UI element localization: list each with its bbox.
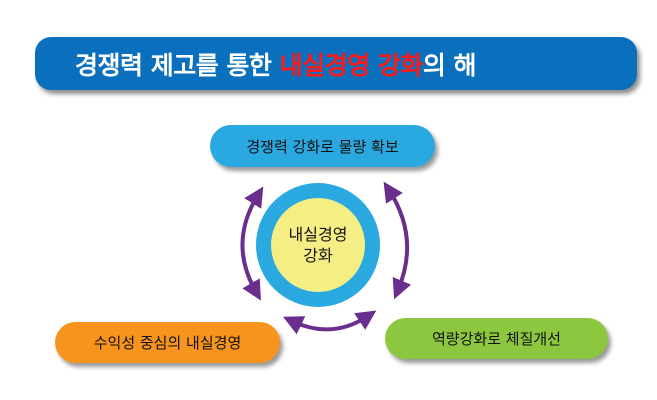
bottom-arrow — [282, 310, 377, 335]
title-highlight: 내실경영 강화 — [279, 50, 424, 80]
center-line2: 강화 — [303, 246, 333, 265]
node-right: 역량강화로 체질개선 — [385, 318, 608, 359]
title-text: 경쟁력 제고를 통한 내실경영 강화의 해 — [75, 46, 477, 82]
title-prefix: 경쟁력 제고를 통한 — [75, 50, 280, 80]
left-arrow — [240, 186, 264, 301]
node-left: 수익성 중심의 내실경영 — [55, 322, 280, 363]
title-banner: 경쟁력 제고를 통한 내실경영 강화의 해 — [35, 37, 637, 90]
center-line1: 내실경영 — [288, 225, 348, 244]
right-arrow — [383, 181, 412, 300]
title-suffix: 의 해 — [422, 50, 477, 80]
center-circle: 내실경영 강화 — [256, 183, 380, 307]
node-top: 경쟁력 강화로 물량 확보 — [210, 125, 435, 167]
center-inner: 내실경영 강화 — [271, 198, 365, 292]
